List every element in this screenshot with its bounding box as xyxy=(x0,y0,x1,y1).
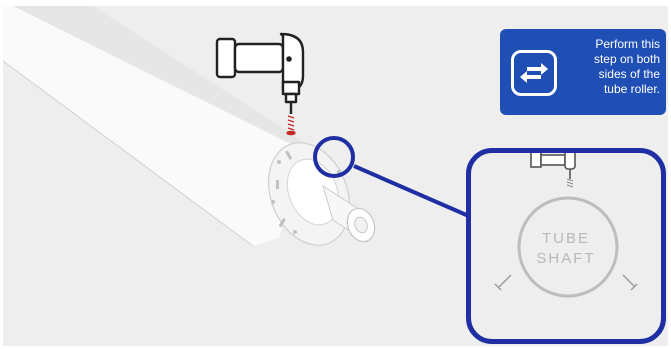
end-cap xyxy=(267,142,351,246)
shaft-label-line: TUBE xyxy=(541,230,590,247)
axle xyxy=(322,184,376,244)
screw-icon xyxy=(566,178,574,188)
shaft-label-line: SHAFT xyxy=(536,250,596,267)
instruction-illustration: Perform this step on both sides of the t… xyxy=(3,6,668,346)
screw-icon xyxy=(286,115,296,136)
info-card: Perform this step on both sides of the t… xyxy=(500,29,666,115)
info-text: Perform this step on both sides of the t… xyxy=(562,37,660,97)
drill-icon xyxy=(215,32,305,114)
highlight-circle xyxy=(313,136,355,178)
connector-line xyxy=(353,164,472,219)
tube-shaft-label: TUBE SHAFT xyxy=(520,229,612,269)
detail-drawing xyxy=(494,153,638,298)
info-line: Perform this xyxy=(595,37,660,51)
tube-roller xyxy=(3,6,307,247)
detail-inset xyxy=(466,148,666,344)
tube-roller-scene xyxy=(3,6,472,247)
screw-icon xyxy=(494,274,512,291)
tube-shaft-circle xyxy=(517,196,619,298)
info-line: step on both xyxy=(593,52,660,66)
screw-icon xyxy=(622,274,638,291)
info-line: tube roller. xyxy=(603,82,660,96)
drill-icon xyxy=(530,153,576,179)
swap-arrows-icon xyxy=(511,50,557,96)
info-line: sides of the xyxy=(598,67,660,81)
